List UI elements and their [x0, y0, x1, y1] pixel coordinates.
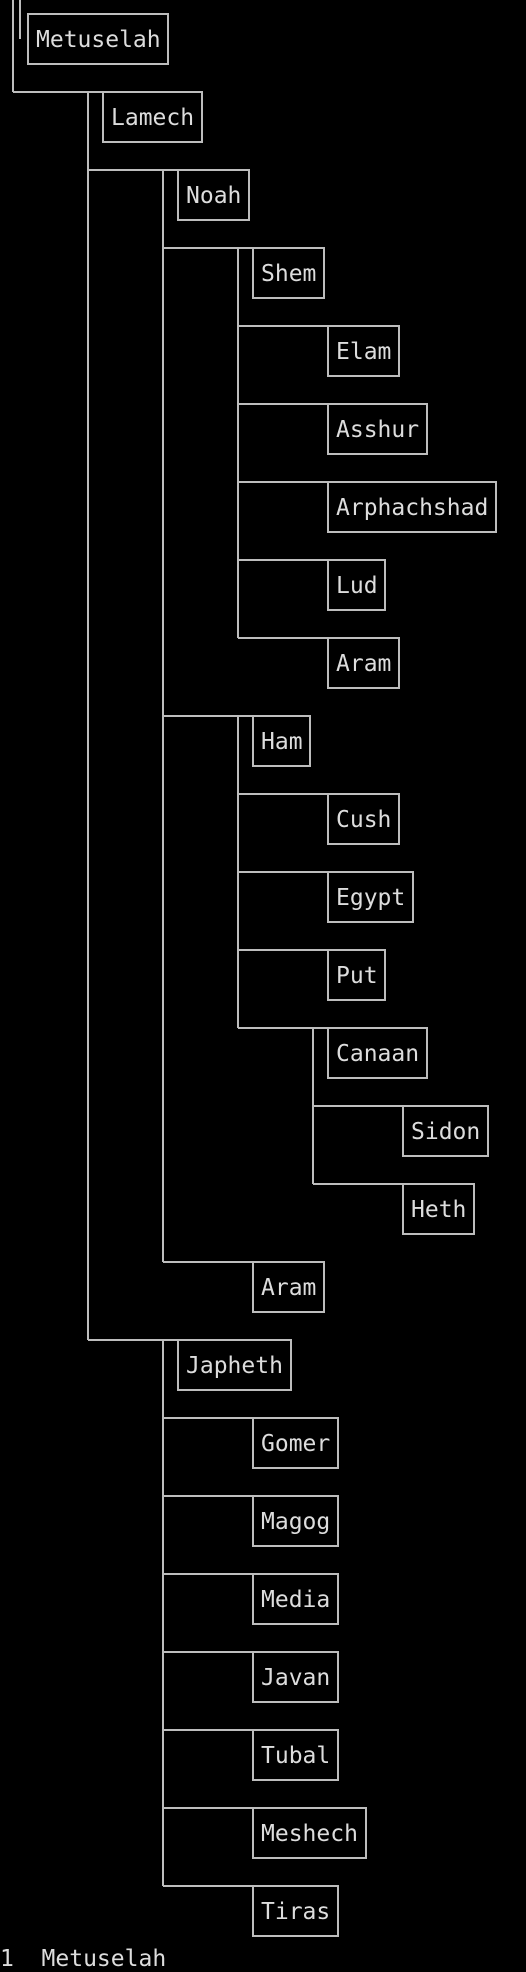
- node-label-elam: Elam: [336, 339, 391, 365]
- node-box-meshech: [252, 1807, 367, 1859]
- node-label-meshech: Meshech: [261, 1821, 358, 1847]
- node-box-tubal: [252, 1729, 339, 1781]
- node-label-gomer: Gomer: [261, 1431, 330, 1457]
- node-label-heth: Heth: [411, 1197, 466, 1223]
- node-label-tiras: Tiras: [261, 1899, 330, 1925]
- node-box-media: [252, 1573, 339, 1625]
- node-box-tiras: [252, 1885, 339, 1937]
- footer-text: 1 Metuselah: [0, 1946, 167, 1972]
- node-label-noah: Noah: [186, 183, 241, 209]
- node-box-egypt: [327, 871, 414, 923]
- node-box-asshur: [327, 403, 428, 455]
- node-box-put: [327, 949, 386, 1001]
- node-label-lud: Lud: [336, 573, 378, 599]
- node-box-metuselah: [27, 13, 169, 65]
- node-label-media: Media: [261, 1587, 330, 1613]
- node-label-lamech: Lamech: [111, 105, 194, 131]
- node-box-aram: [252, 1261, 325, 1313]
- node-label-tubal: Tubal: [261, 1743, 330, 1769]
- node-box-ham: [252, 715, 311, 767]
- node-box-magog: [252, 1495, 339, 1547]
- node-label-aram: Aram: [336, 651, 391, 677]
- node-box-japheth: [177, 1339, 292, 1391]
- node-label-javan: Javan: [261, 1665, 330, 1691]
- node-label-aram: Aram: [261, 1275, 316, 1301]
- node-label-magog: Magog: [261, 1509, 330, 1535]
- node-box-canaan: [327, 1027, 428, 1079]
- node-box-lud: [327, 559, 386, 611]
- node-box-arphachshad: [327, 481, 497, 533]
- node-box-lamech: [102, 91, 203, 143]
- node-box-gomer: [252, 1417, 339, 1469]
- node-box-sidon: [402, 1105, 489, 1157]
- node-box-cush: [327, 793, 400, 845]
- node-box-javan: [252, 1651, 339, 1703]
- node-box-heth: [402, 1183, 475, 1235]
- node-box-elam: [327, 325, 400, 377]
- node-label-canaan: Canaan: [336, 1041, 419, 1067]
- node-label-sidon: Sidon: [411, 1119, 480, 1145]
- node-label-put: Put: [336, 963, 378, 989]
- node-label-egypt: Egypt: [336, 885, 405, 911]
- node-label-asshur: Asshur: [336, 417, 419, 443]
- node-label-arphachshad: Arphachshad: [336, 495, 488, 521]
- node-box-noah: [177, 169, 250, 221]
- node-label-japheth: Japheth: [186, 1353, 283, 1379]
- node-label-ham: Ham: [261, 729, 303, 755]
- node-box-shem: [252, 247, 325, 299]
- node-box-aram: [327, 637, 400, 689]
- node-label-metuselah: Metuselah: [36, 27, 161, 53]
- node-label-shem: Shem: [261, 261, 316, 287]
- node-label-cush: Cush: [336, 807, 391, 833]
